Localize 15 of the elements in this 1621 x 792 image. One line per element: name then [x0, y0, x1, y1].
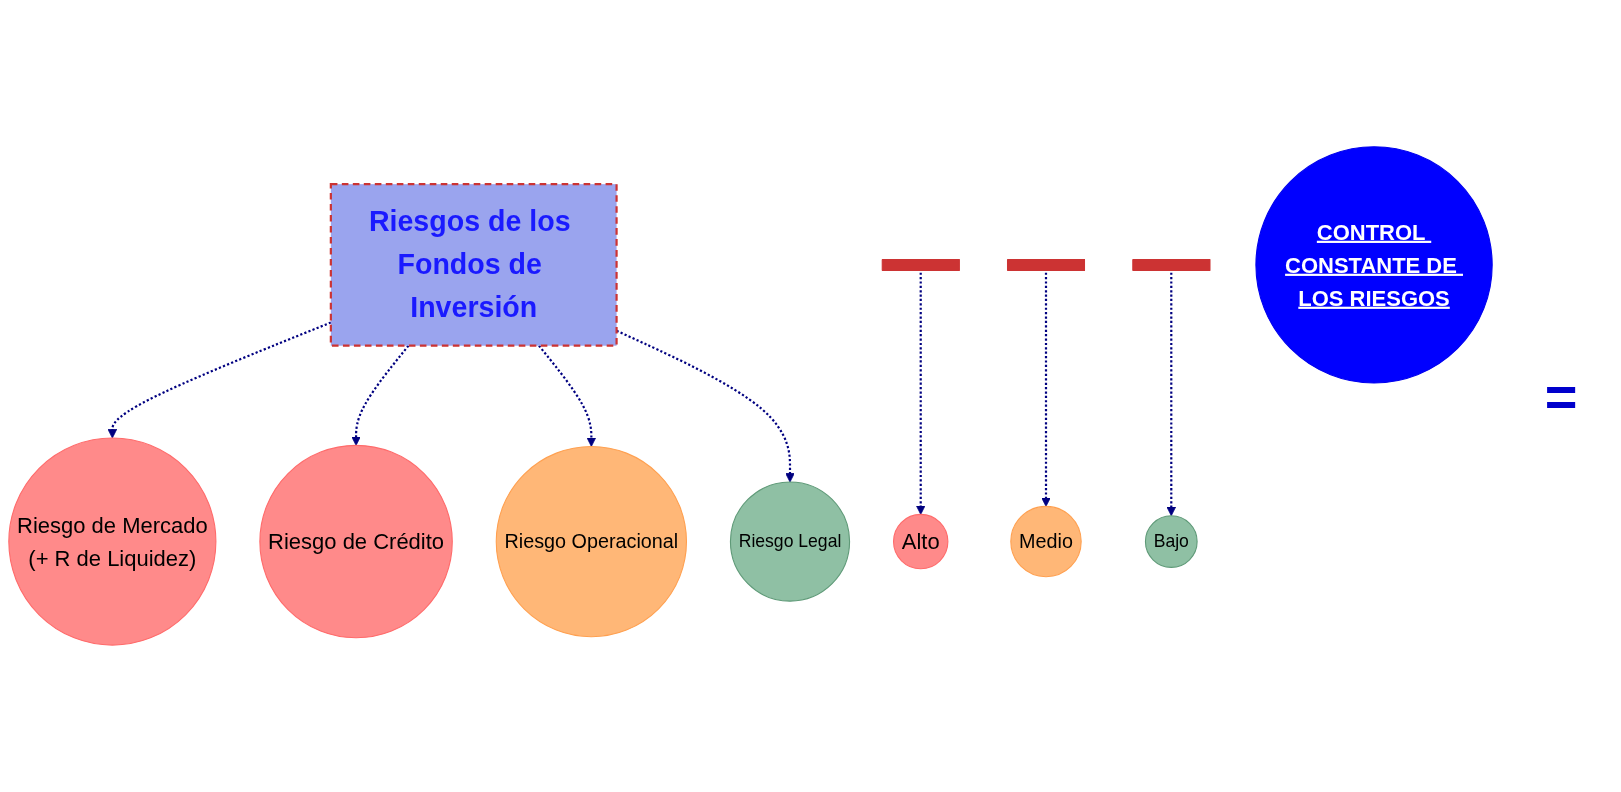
node-circle: Riesgo de Crédito [259, 444, 453, 639]
arrow [351, 345, 410, 446]
node-circle: Medio [1010, 505, 1082, 578]
equals-sign: = [1544, 363, 1578, 429]
node-box: Riesgos de los Fondos de Inversión [329, 183, 618, 347]
node-circle: Riesgo de Mercado (+ R de Liquidez) [8, 437, 217, 646]
node-circle: Bajo [1144, 515, 1198, 568]
node-circle: Riesgo Legal [729, 481, 851, 602]
arrow [1041, 272, 1051, 507]
arrow [915, 272, 926, 515]
node-circle: CONTROL CONSTANTE DE LOS RIESGOS [1255, 146, 1493, 384]
arrow [1166, 272, 1177, 517]
arrow [538, 345, 597, 447]
node-circle: Alto [893, 513, 949, 570]
node-circle: Riesgo Operacional [495, 445, 688, 638]
